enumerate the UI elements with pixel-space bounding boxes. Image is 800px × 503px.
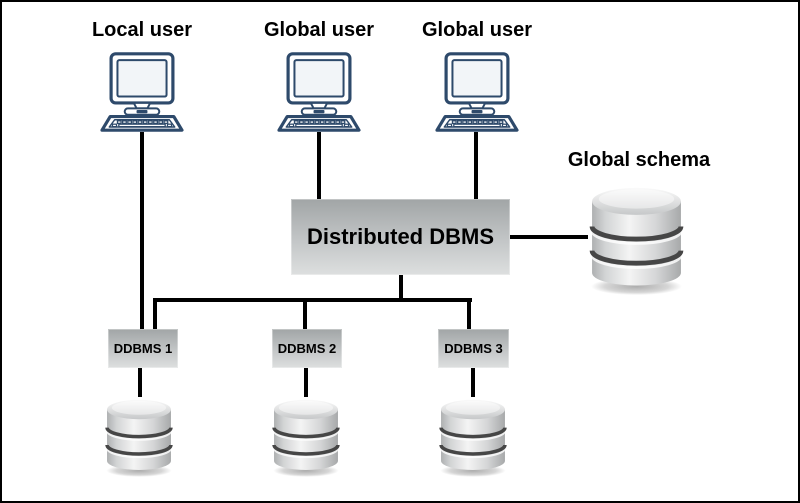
- computer-icon: [431, 52, 523, 132]
- connector-local-user-to-ddbms1: [140, 132, 144, 329]
- local-user-label: Local user: [91, 19, 193, 41]
- connector-ddbms3-to-db: [471, 368, 475, 397]
- ddbms2-box: DDBMS 2: [272, 329, 342, 368]
- connector-global-user-1-to-dbms: [317, 132, 321, 199]
- ddbms1-box: DDBMS 1: [108, 329, 178, 368]
- database-icon: [271, 397, 341, 479]
- connector-bus-to-ddbms1: [153, 298, 157, 329]
- connector-ddbms2-to-db: [304, 368, 308, 397]
- connector-dbms-to-bus: [399, 275, 403, 300]
- connector-bus-to-ddbms2: [303, 298, 307, 329]
- database-icon: [438, 397, 508, 479]
- ddbms3-box: DDBMS 3: [438, 329, 509, 368]
- global-schema-label: Global schema: [567, 149, 711, 171]
- connector-bus-to-ddbms3: [467, 298, 471, 329]
- ddbms1-label: DDBMS 1: [113, 341, 173, 356]
- distributed-dbms-box: Distributed DBMS: [291, 199, 510, 275]
- distributed-dbms-label: Distributed DBMS: [307, 224, 494, 249]
- computer-icon: [273, 52, 365, 132]
- ddbms3-label: DDBMS 3: [444, 341, 503, 356]
- database-icon: [588, 184, 685, 298]
- computer-icon: [96, 52, 188, 132]
- global-user-1-label: Global user: [263, 19, 375, 41]
- connector-global-user-2-to-dbms: [474, 132, 478, 199]
- connector-ddbms1-to-db: [138, 368, 142, 397]
- global-user-2-label: Global user: [421, 19, 533, 41]
- database-icon: [104, 397, 174, 479]
- connector-dbms-to-global-schema: [510, 235, 588, 239]
- ddbms2-label: DDBMS 2: [277, 341, 337, 356]
- bus-line: [153, 298, 472, 302]
